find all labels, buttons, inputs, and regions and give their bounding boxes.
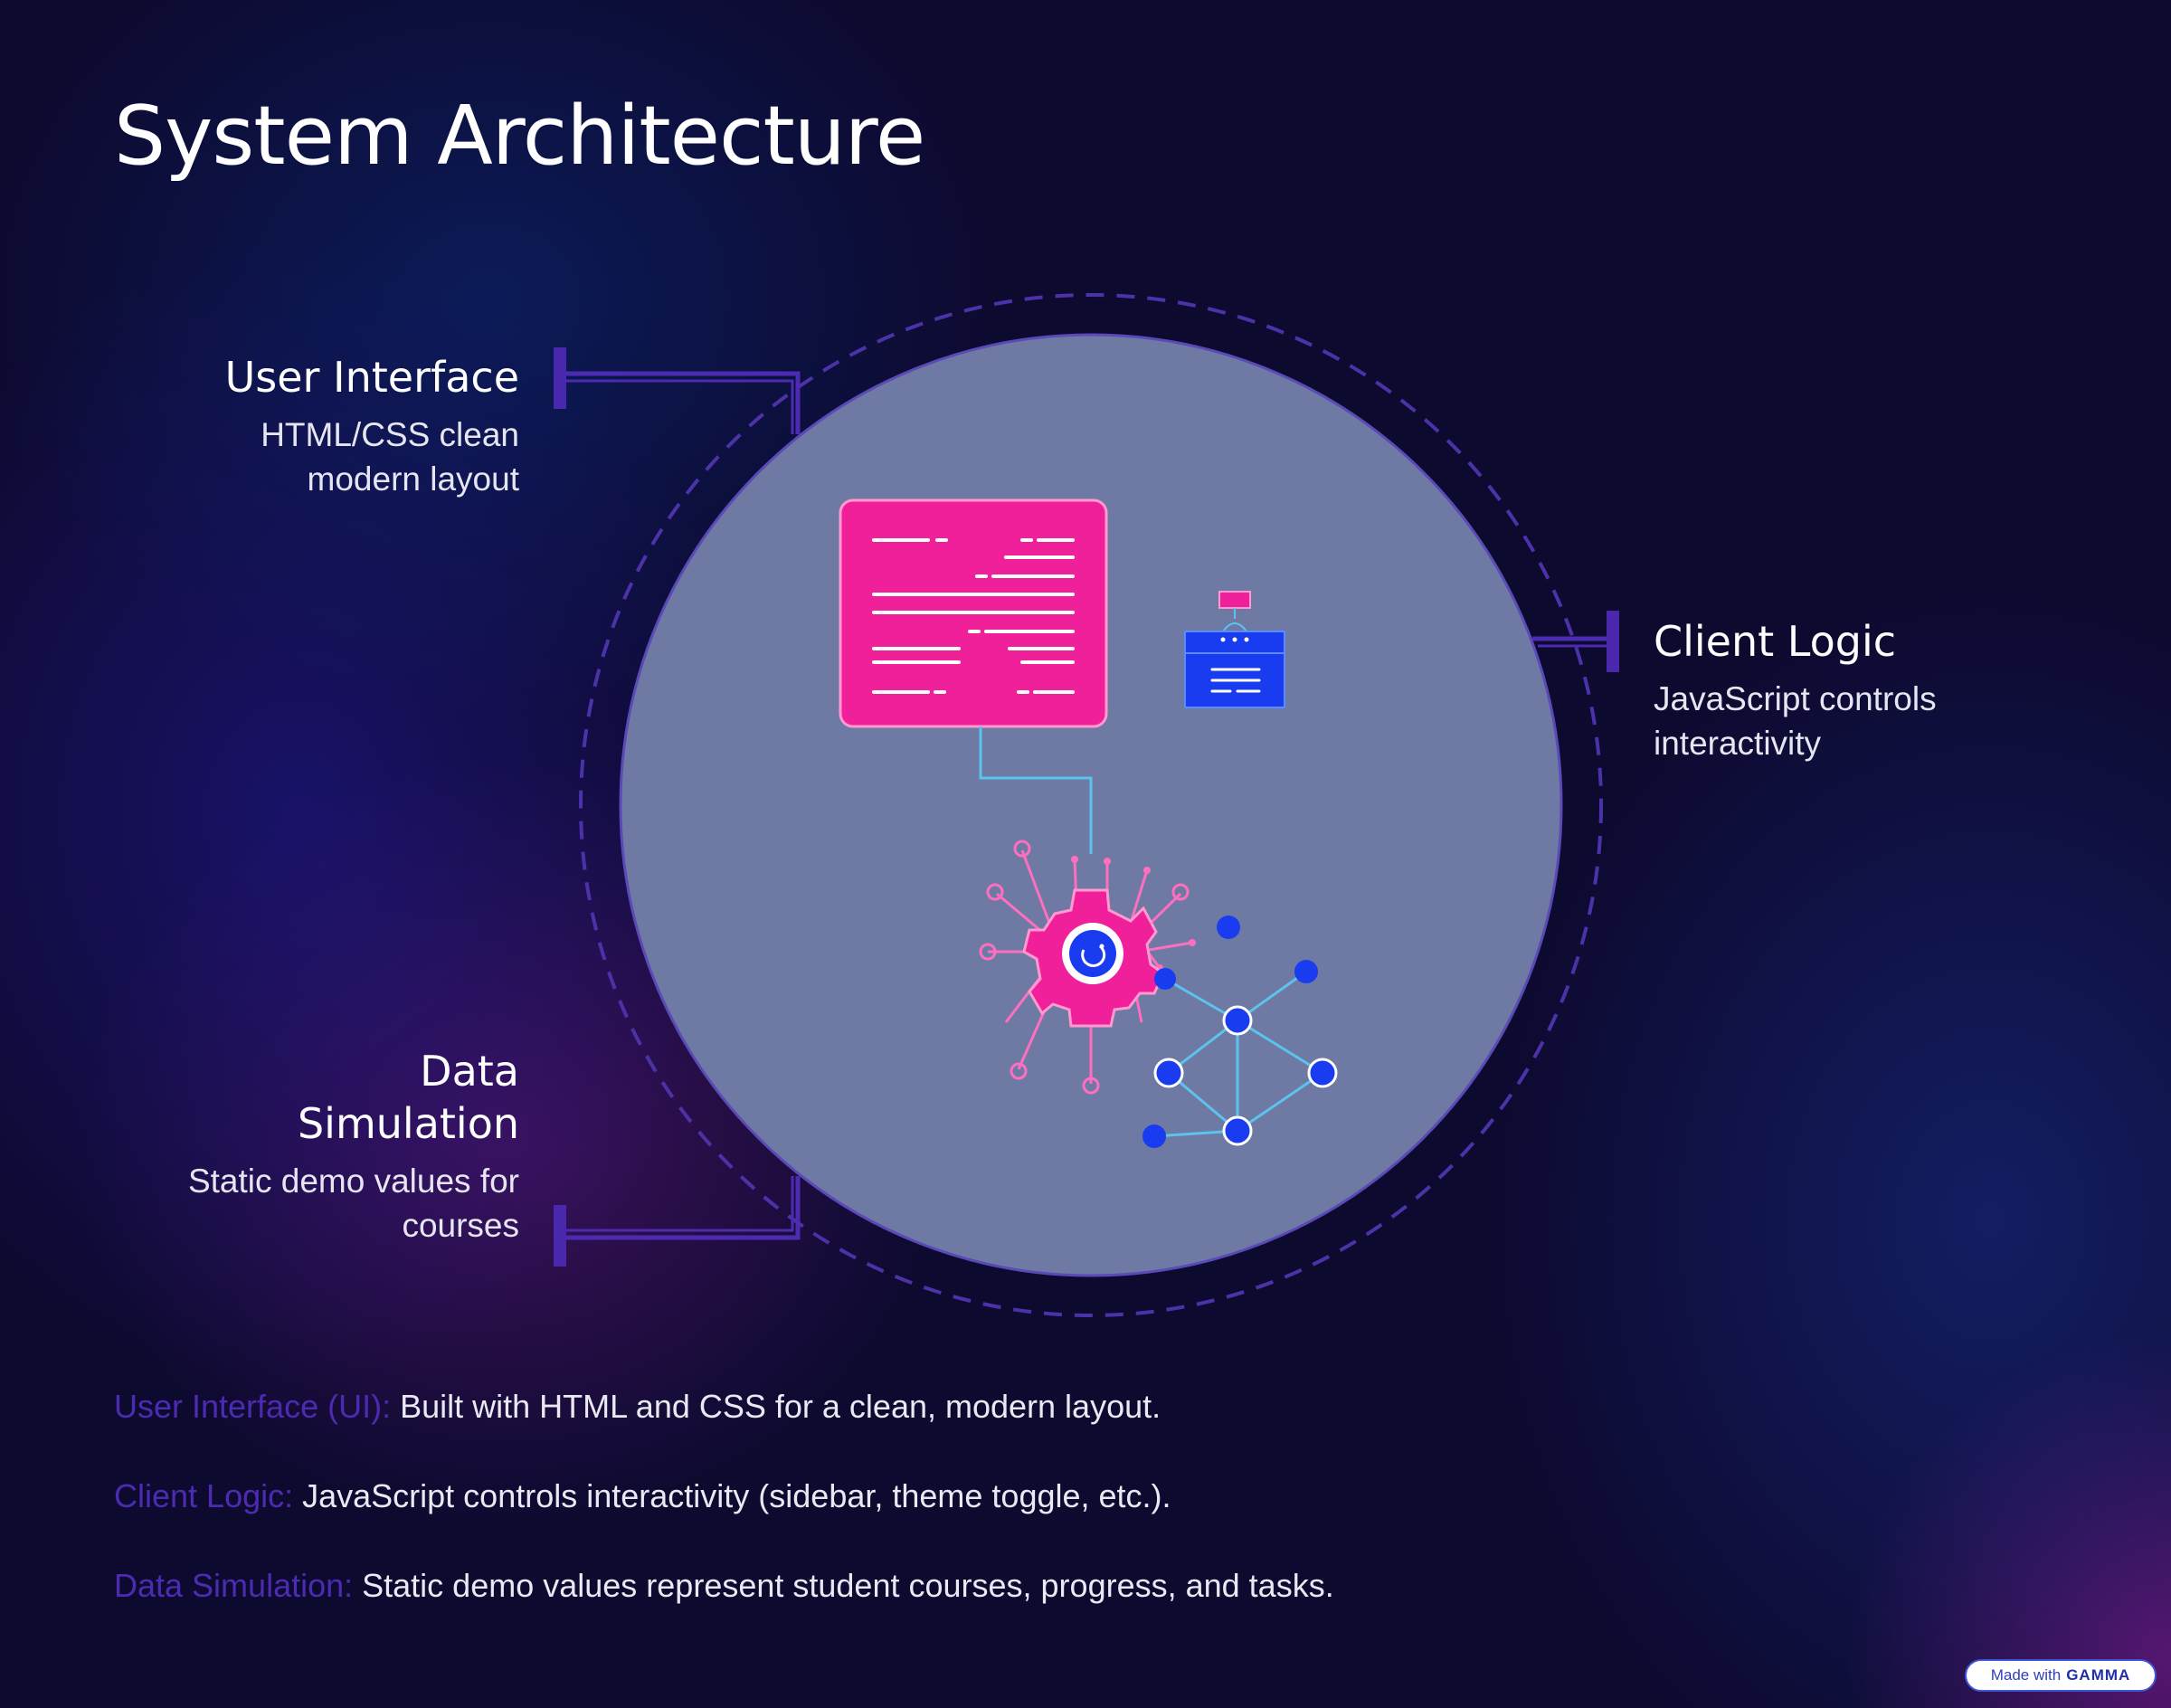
data-description-line2: courses — [402, 1207, 519, 1244]
ui-callout: User Interface HTML/CSS clean modern layo… — [225, 351, 519, 501]
badge-prefix: Made with — [1990, 1666, 2062, 1684]
data-description: Static demo values for courses — [188, 1159, 519, 1248]
ui-connector — [554, 347, 801, 434]
made-with-gamma-badge[interactable]: Made with GAMMA — [1965, 1659, 2157, 1692]
note-client-key: Client Logic: — [114, 1477, 294, 1514]
client-heading: Client Logic — [1654, 617, 1897, 666]
client-description: JavaScript controls interactivity — [1654, 677, 1937, 765]
note-ui-key: User Interface (UI): — [114, 1388, 392, 1425]
document-icon — [839, 498, 1108, 728]
client-callout: Client Logic JavaScript controls interact… — [1654, 615, 1937, 765]
ui-description-line2: modern layout — [307, 460, 519, 498]
data-connector — [554, 1176, 801, 1267]
ui-description: HTML/CSS clean modern layout — [225, 413, 519, 501]
page-title: System Architecture — [114, 89, 925, 184]
network-graph-icon — [1142, 916, 1338, 1148]
data-heading-line2: Simulation — [297, 1099, 519, 1148]
note-ui: User Interface (UI): Built with HTML and… — [114, 1386, 1833, 1428]
doc-to-gear-link — [979, 726, 1093, 854]
server-window-icon — [1184, 591, 1285, 708]
client-description-line1: JavaScript controls — [1654, 680, 1937, 717]
note-ui-text: Built with HTML and CSS for a clean, mod… — [391, 1388, 1161, 1425]
note-client: Client Logic: JavaScript controls intera… — [114, 1476, 1833, 1517]
ui-description-line1: HTML/CSS clean — [261, 416, 519, 453]
client-connector — [1532, 611, 1619, 672]
note-data-key: Data Simulation: — [114, 1567, 354, 1604]
note-data-text: Static demo values represent student cou… — [353, 1567, 1334, 1604]
note-client-text: JavaScript controls interactivity (sideb… — [293, 1477, 1171, 1514]
ui-heading: User Interface — [224, 353, 519, 402]
data-description-line1: Static demo values for — [187, 1162, 519, 1200]
badge-brand: GAMMA — [2066, 1666, 2131, 1684]
summary-notes: User Interface (UI): Built with HTML and… — [114, 1386, 1833, 1655]
data-heading-line1: Data — [420, 1047, 519, 1096]
client-description-line2: interactivity — [1654, 725, 1822, 762]
gear-hub-icon — [979, 840, 1196, 1095]
note-data: Data Simulation: Static demo values repr… — [114, 1565, 1833, 1607]
outer-dashed-ring — [579, 293, 1603, 1317]
